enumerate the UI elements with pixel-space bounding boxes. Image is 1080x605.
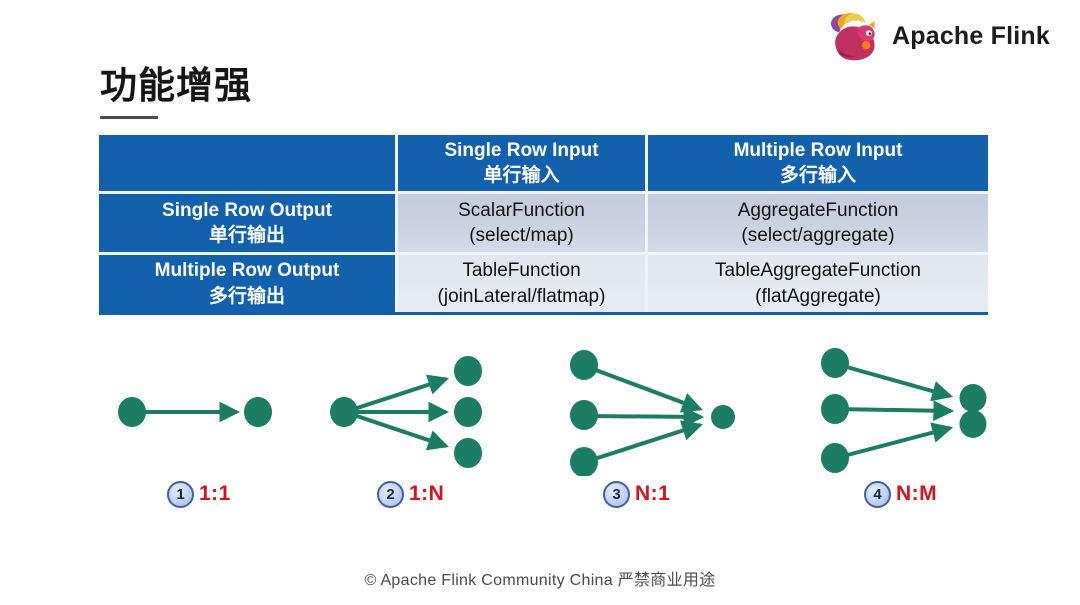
number-badge-1: 1 (167, 480, 194, 508)
squirrel-ear (868, 21, 875, 29)
cell-table-aggregate-function: TableAggregateFunction (flatAggregate) (648, 255, 988, 312)
squirrel-leg-shadow (839, 49, 856, 58)
cell-line1: TableFunction (462, 260, 581, 282)
col-header-multiple-row-input: Multiple Row Input 多行输入 (648, 135, 988, 191)
cell-line1: ScalarFunction (458, 199, 585, 221)
squirrel-pupil (868, 32, 872, 35)
diagram-label-2: 2 1:N (377, 480, 444, 508)
diagram-label-1: 1 1:1 (167, 480, 231, 508)
row-header-single-row-output: Single Row Output 单行输出 (99, 194, 395, 252)
number-badge-2: 2 (377, 480, 404, 508)
diagram-label-4: 4 N:M (864, 480, 937, 508)
footer-copyright: © Apache Flink Community China 严禁商业用途 (364, 572, 716, 589)
node-dot (821, 394, 849, 424)
row-header-multiple-row-output: Multiple Row Output 多行输出 (99, 255, 395, 312)
ratio-label-2: 1:N (409, 482, 445, 505)
node-dot (821, 443, 849, 473)
ratio-label-4: N:M (896, 482, 938, 505)
node-dot (454, 397, 482, 427)
ratio-label-1: 1:1 (199, 482, 231, 505)
node-dot (570, 400, 598, 430)
mapping-diagrams (118, 348, 987, 476)
function-mapping-table: Single Row Input 单行输入 Multiple Row Input… (99, 135, 988, 315)
node-dot (454, 438, 482, 468)
node-dot (711, 405, 735, 429)
col-header-en: Multiple Row Input (733, 139, 903, 161)
ratio-label-3: N:1 (635, 482, 671, 505)
logo-text: Apache Flink (892, 21, 1050, 50)
node-dot (570, 447, 598, 476)
cell-line2: (select/aggregate) (741, 225, 895, 246)
squirrel-paw (861, 41, 871, 50)
diagram-N-M (821, 348, 987, 473)
cell-line1: AggregateFunction (737, 199, 899, 221)
number-badge-3: 3 (603, 480, 630, 508)
page-title: 功能增强 (100, 65, 252, 106)
cell-line2: (select/map) (469, 225, 574, 246)
cell-line1: TableAggregateFunction (715, 260, 921, 282)
diagram-N-1 (570, 350, 735, 476)
node-dot (821, 348, 849, 378)
col-header-single-row-input: Single Row Input 单行输入 (398, 135, 645, 191)
node-dot (118, 397, 146, 427)
diagram-1-1 (118, 397, 272, 427)
row-header-en: Single Row Output (162, 199, 332, 221)
col-header-zh: 单行输入 (483, 165, 560, 186)
node-dot (959, 384, 987, 412)
number-badge-4: 4 (864, 480, 891, 508)
diagram-label-3: 3 N:1 (603, 480, 670, 508)
cell-line2: (flatAggregate) (755, 285, 881, 307)
apache-flink-logo: Apache Flink (826, 8, 1050, 64)
row-header-zh: 单行输出 (208, 225, 285, 246)
cell-table-function: TableFunction (joinLateral/flatmap) (398, 255, 645, 312)
cell-scalar-function: ScalarFunction (select/map) (398, 194, 645, 252)
cell-line2: (joinLateral/flatmap) (437, 285, 606, 307)
diagram-1-N (330, 356, 482, 468)
node-dot (570, 350, 598, 380)
row-header-en: Multiple Row Output (154, 260, 340, 282)
node-dot (330, 397, 358, 427)
node-dot (454, 356, 482, 386)
node-dot (244, 397, 272, 427)
table-corner-cell (99, 135, 395, 191)
row-header-zh: 多行输出 (208, 285, 285, 307)
cell-aggregate-function: AggregateFunction (select/aggregate) (648, 194, 988, 252)
squirrel-tail-yellow (844, 13, 866, 25)
flink-squirrel-icon (831, 13, 875, 61)
col-header-en: Single Row Input (444, 139, 599, 161)
title-underline (100, 116, 158, 119)
node-dot (959, 410, 987, 438)
col-header-zh: 多行输入 (779, 165, 856, 186)
